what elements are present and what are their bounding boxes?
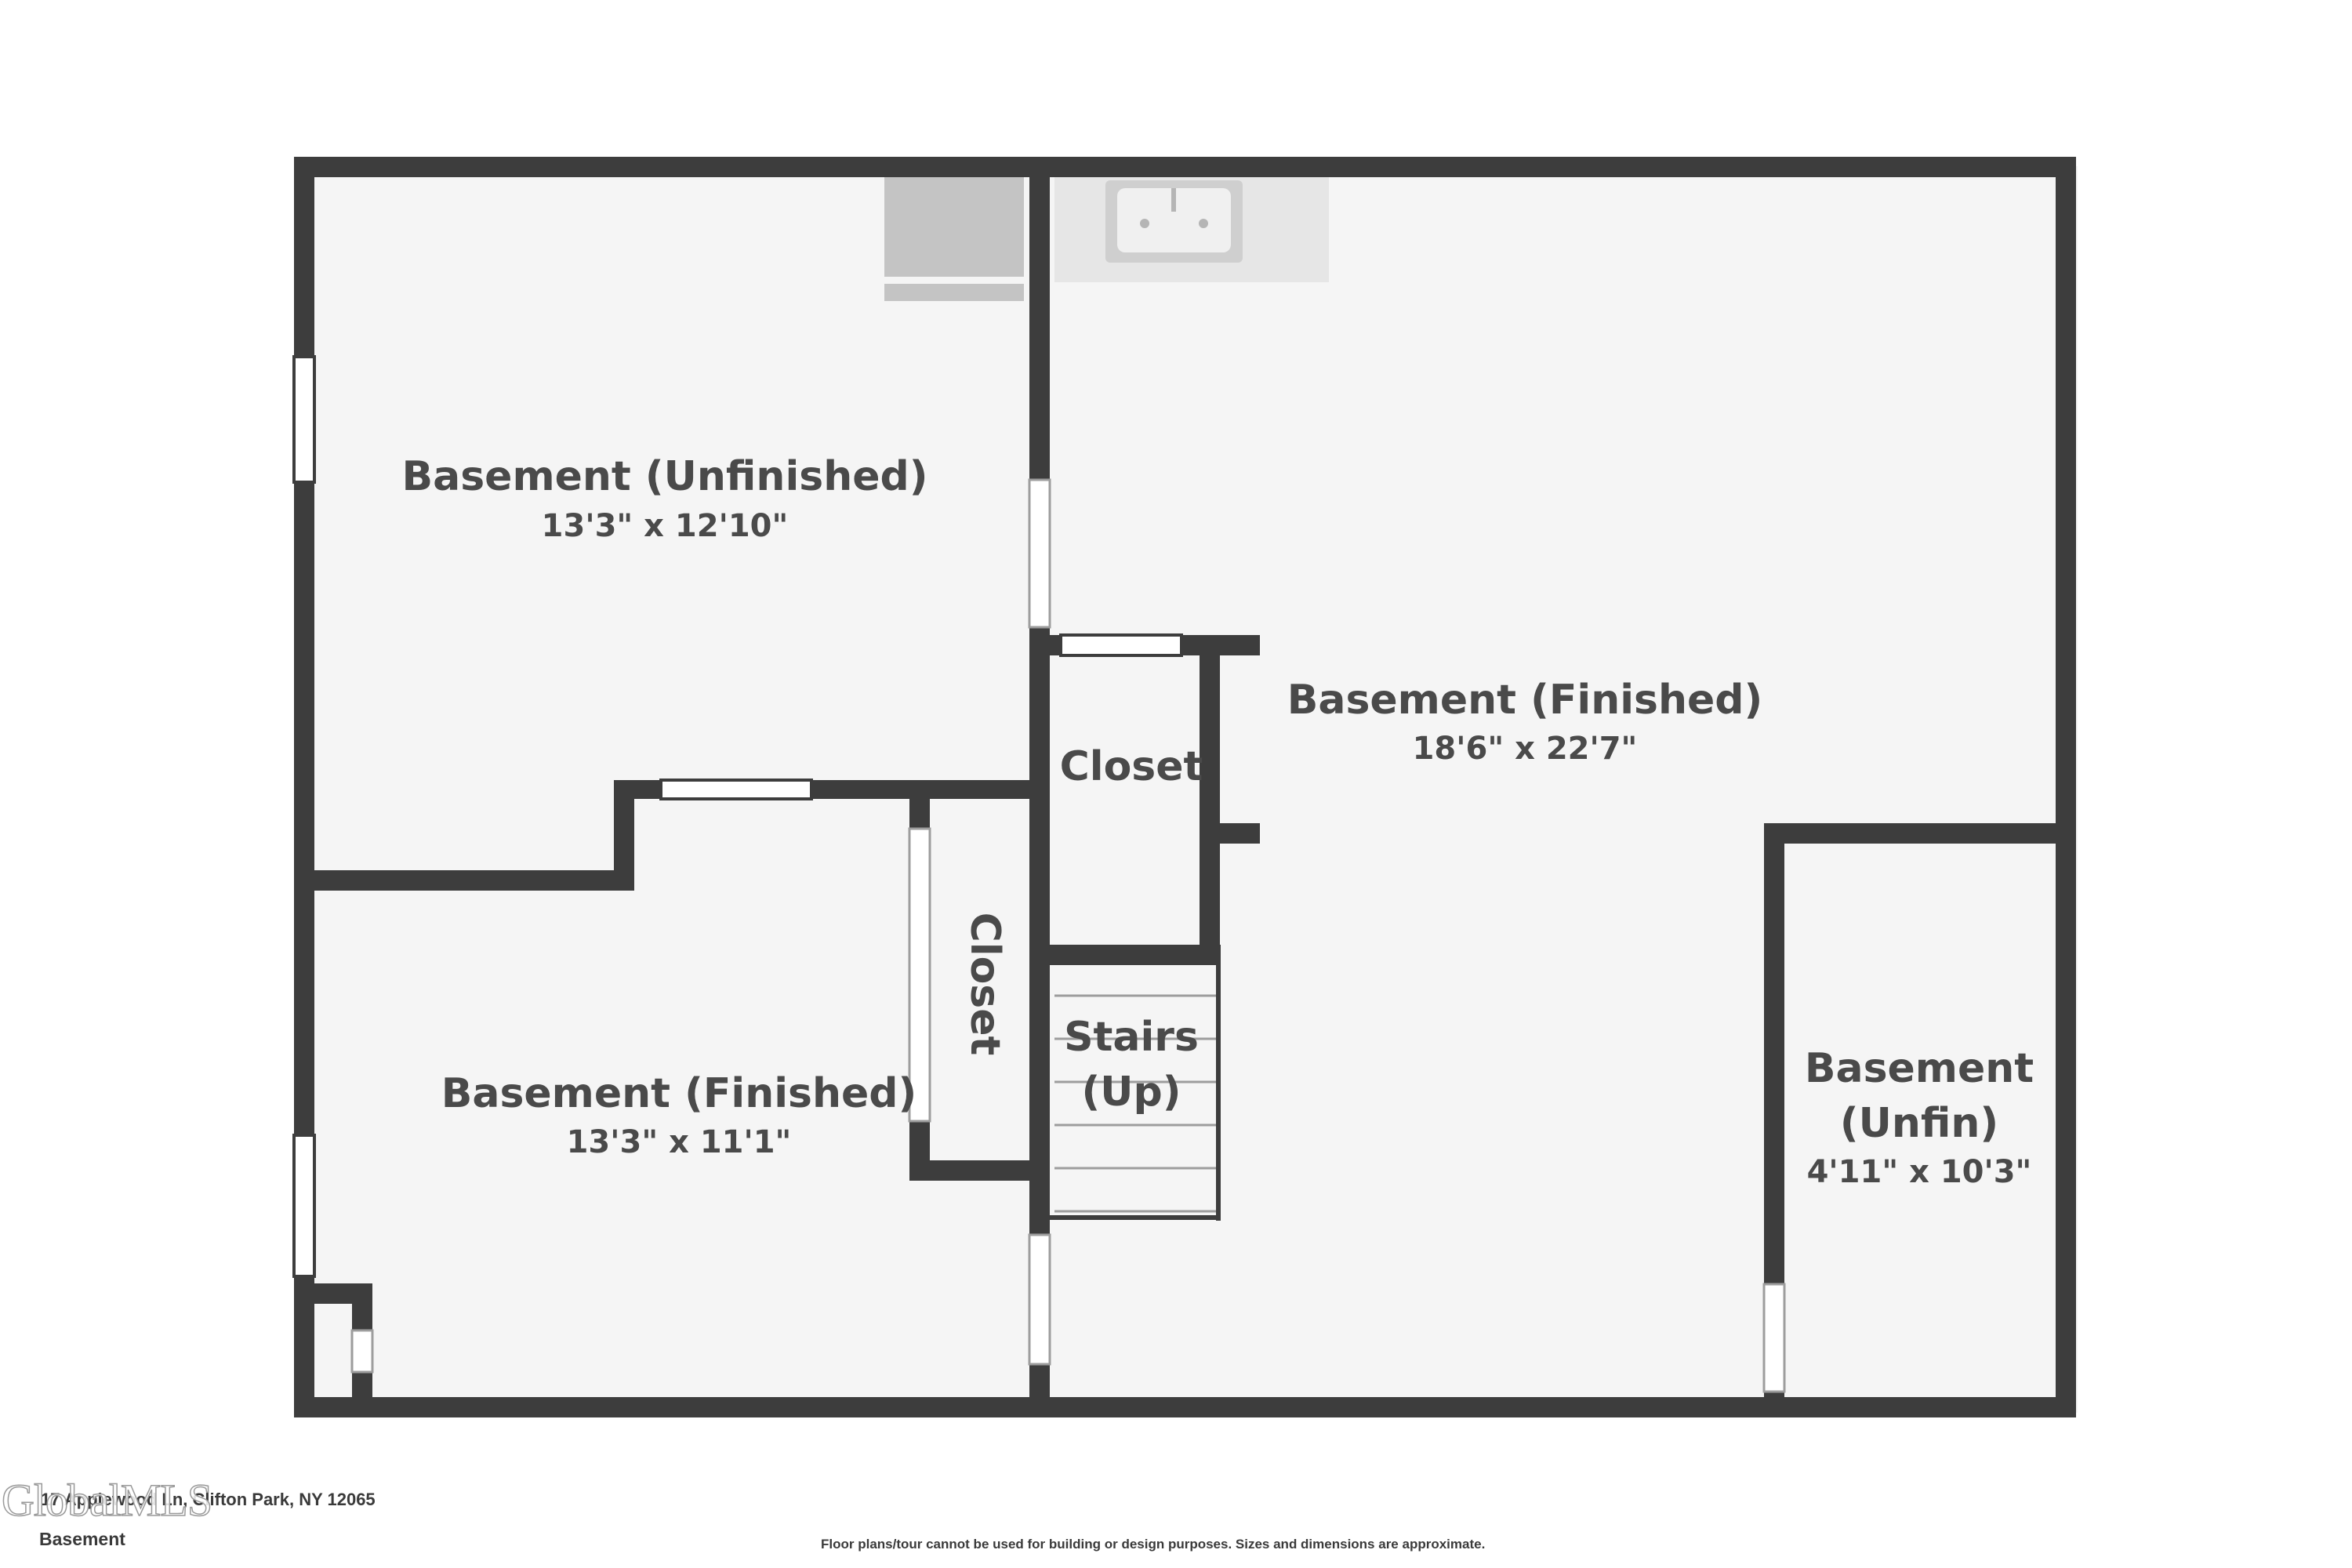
room-label-stairs: Stairs	[1064, 1014, 1199, 1061]
address-text: 17 Applewood Ln, Clifton Park, NY 12065	[41, 1490, 376, 1509]
utility-unit-icon	[884, 176, 1024, 301]
room-dims-basement-finished-left: 13'3" x 11'1"	[567, 1124, 792, 1160]
stairs-treads	[1054, 994, 1219, 1213]
floor-label: Basement	[39, 1529, 125, 1549]
room-dims-basement-unfin-small: 4'11" x 10'3"	[1807, 1154, 2032, 1190]
watermark-logo: GlobalMLS	[1, 1474, 213, 1526]
room-dims-basement-finished-right: 18'6" x 22'7"	[1413, 731, 1638, 767]
sink-icon	[1105, 180, 1243, 263]
window-horizontal	[659, 779, 813, 800]
room-label-basement-unfinished: Basement (Unfinished)	[402, 453, 928, 500]
room-label-stairs-up: (Up)	[1082, 1069, 1181, 1116]
window-closet-top	[1059, 633, 1183, 657]
windows	[292, 355, 1183, 1278]
room-label-closet-upper: Closet	[1060, 743, 1203, 790]
room-label-basement-unfin-small: Basement	[1805, 1045, 2034, 1092]
window-left-upper	[292, 355, 316, 484]
room-label-closet-lower: Closet	[961, 913, 1008, 1056]
window-left-lower	[292, 1134, 316, 1278]
room-label-basement-unfin-small-2: (Unfin)	[1840, 1100, 1998, 1147]
door-openings	[350, 478, 1786, 1393]
room-label-basement-finished-right: Basement (Finished)	[1287, 677, 1763, 724]
room-label-basement-finished-left: Basement (Finished)	[441, 1070, 917, 1117]
disclaimer-text: Floor plans/tour cannot be used for buil…	[821, 1537, 1486, 1552]
room-dims-basement-unfinished: 13'3" x 12'10"	[542, 508, 789, 544]
